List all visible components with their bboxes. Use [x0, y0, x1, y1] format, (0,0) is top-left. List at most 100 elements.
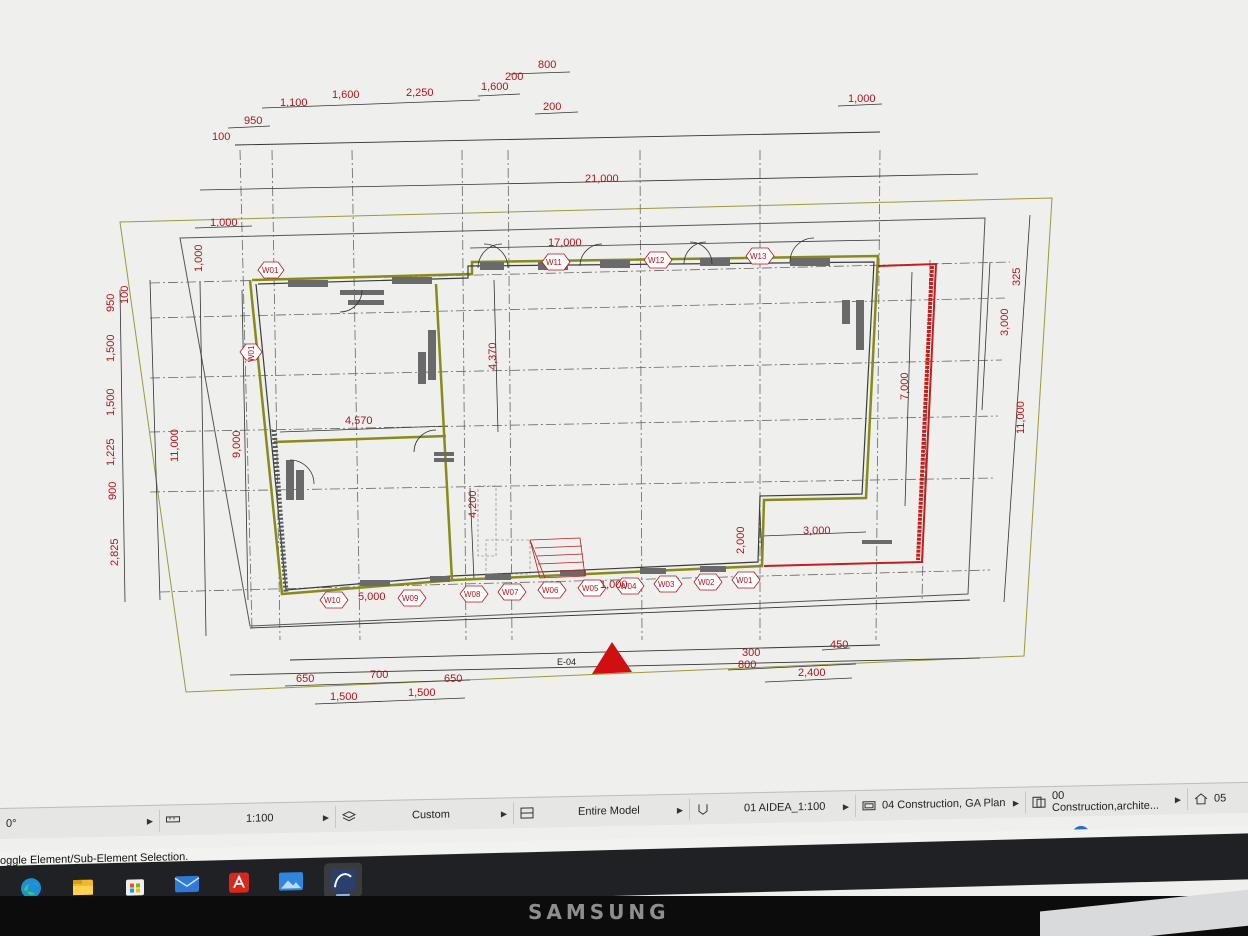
pen-icon — [696, 803, 710, 815]
dim-left-2: 1,500 — [105, 334, 117, 362]
floor-plan-canvas[interactable]: W01 W11 W12 W13 W01 W10 W09 W08 W07 W06 … — [0, 0, 1248, 800]
tag-top-1: W11 — [546, 258, 562, 267]
layers-icon — [341, 811, 357, 823]
publisher-icon — [1032, 796, 1046, 808]
dim-overall-width: 21,000 — [585, 173, 619, 185]
scale-field[interactable]: 1:100 ▶ — [160, 805, 336, 832]
outer-boundary — [179, 217, 986, 627]
extra-value: 05 — [1214, 792, 1227, 805]
windows-taskbar — [0, 833, 1248, 912]
dimension-lines — [119, 71, 1031, 705]
tag-top-2: W12 — [648, 256, 665, 265]
tag-left-0: W01 — [247, 345, 256, 362]
tag-bottom-9: W01 — [736, 576, 753, 585]
dim-corridor: 4,200 — [467, 490, 479, 518]
tag-bottom-4: W06 — [542, 586, 559, 595]
building-walls — [248, 254, 938, 596]
edge-icon[interactable] — [12, 871, 50, 906]
dim-top-6: 200 — [505, 71, 523, 83]
dim-bottom-0: 650 — [296, 673, 314, 685]
chevron-right-icon: ▶ — [500, 808, 507, 819]
scale-value: 1:100 — [246, 812, 274, 825]
tag-bottom-6: W04 — [620, 582, 637, 591]
file-explorer-icon[interactable] — [64, 869, 102, 904]
tag-bottom-3: W07 — [502, 588, 519, 597]
grid-ticks — [234, 131, 971, 661]
door-swings — [289, 237, 815, 485]
dim-bottom-mid: 5,000 — [358, 591, 386, 603]
elevation-label: E-04 — [557, 657, 576, 667]
dim-ext-width: 3,000 — [803, 525, 831, 537]
tag-bottom-2: W08 — [464, 590, 481, 599]
dim-inner-width: 17,000 — [548, 237, 582, 249]
chevron-right-icon: ▶ — [1012, 798, 1019, 808]
archicad-icon[interactable] — [324, 862, 362, 898]
publisher-set-value: 00 Construction,archite... — [1052, 789, 1159, 814]
view-name-field[interactable]: 04 Construction, GA Plan ▶ — [856, 791, 1026, 818]
dim-top-5: 1,600 — [481, 81, 509, 93]
dim-top-3: 1,600 — [332, 89, 360, 101]
monitor-brand-logo: SAMSUNG — [528, 900, 670, 924]
dim-step: 2,000 — [735, 526, 747, 554]
view-icon — [862, 800, 876, 812]
home-icon — [1194, 793, 1208, 805]
model-view-icon — [520, 807, 534, 819]
dim-bottom-5: 300 — [742, 647, 760, 659]
chevron-right-icon: ▶ — [322, 812, 329, 822]
mail-icon[interactable] — [168, 867, 206, 902]
dim-left-3: 1,500 — [105, 388, 117, 416]
dim-left-4: 1,225 — [105, 438, 117, 466]
sheet-frame — [119, 197, 1053, 693]
tag-top-3: W13 — [750, 252, 767, 261]
dim-left-0: 100 — [119, 286, 131, 304]
store-icon[interactable] — [116, 868, 154, 903]
dim-bottom-7: 2,400 — [798, 667, 826, 679]
layer-combo-field[interactable]: Custom ▶ — [336, 802, 514, 828]
tag-bottom-8: W02 — [698, 578, 715, 587]
dim-vertical: 1,000 — [193, 244, 205, 272]
photos-icon[interactable] — [272, 864, 310, 899]
stair-ghost — [477, 485, 531, 575]
dim-top-9: 1,000 — [848, 93, 876, 105]
dim-bottom-3: 1,500 — [330, 691, 358, 703]
dim-left-6: 2,825 — [109, 538, 121, 566]
dim-bottom-mid2: 1,000 — [600, 579, 628, 591]
chevron-right-icon: ▶ — [676, 805, 683, 815]
model-view-value: Entire Model — [578, 804, 640, 818]
tag-bottom-7: W03 — [658, 580, 675, 589]
publisher-set-field[interactable]: 00 Construction,archite... ▶ — [1026, 788, 1188, 814]
stair — [529, 537, 586, 579]
dim-top-7: 800 — [538, 59, 556, 71]
dim-top-2: 1,100 — [280, 97, 308, 109]
dim-left-total-1: 9,000 — [231, 430, 243, 458]
grid-lines — [149, 149, 1011, 641]
angle-value: 0° — [6, 817, 17, 830]
model-view-field[interactable]: Entire Model ▶ — [514, 798, 690, 825]
acrobat-icon[interactable] — [220, 865, 258, 900]
angle-field[interactable]: 0° ▶ — [0, 809, 160, 835]
dim-ext-height: 7,000 — [899, 372, 911, 400]
dim-bottom-6: 800 — [738, 659, 756, 671]
tag-top-0: W01 — [262, 266, 279, 275]
view-name-value: 04 Construction, GA Plan — [882, 796, 1006, 812]
dim-left-total-0: 11,000 — [169, 429, 181, 462]
dim-room-height: 4,370 — [487, 342, 499, 370]
ruler-icon — [166, 814, 180, 826]
openings — [286, 258, 892, 586]
dim-top-8: 200 — [543, 101, 561, 113]
pen-set-value: 01 AIDEA_1:100 — [744, 800, 826, 815]
pen-set-field[interactable]: 01 AIDEA_1:100 ▶ — [690, 795, 856, 821]
dim-bottom-8: 450 — [830, 639, 848, 651]
dim-top-4: 2,250 — [406, 87, 434, 99]
extra-field[interactable]: 05 — [1188, 787, 1228, 810]
dim-left-top: 1,000 — [210, 217, 238, 229]
dim-right-2: 11,000 — [1015, 401, 1027, 434]
dim-room-width: 4,570 — [345, 415, 373, 427]
dim-right-0: 325 — [1011, 268, 1023, 286]
tag-bottom-1: W09 — [402, 594, 419, 603]
dim-top-1: 950 — [244, 115, 262, 127]
chevron-right-icon: ▶ — [842, 801, 849, 811]
elevation-marker[interactable] — [592, 642, 632, 674]
dim-top-0: 100 — [212, 131, 230, 143]
